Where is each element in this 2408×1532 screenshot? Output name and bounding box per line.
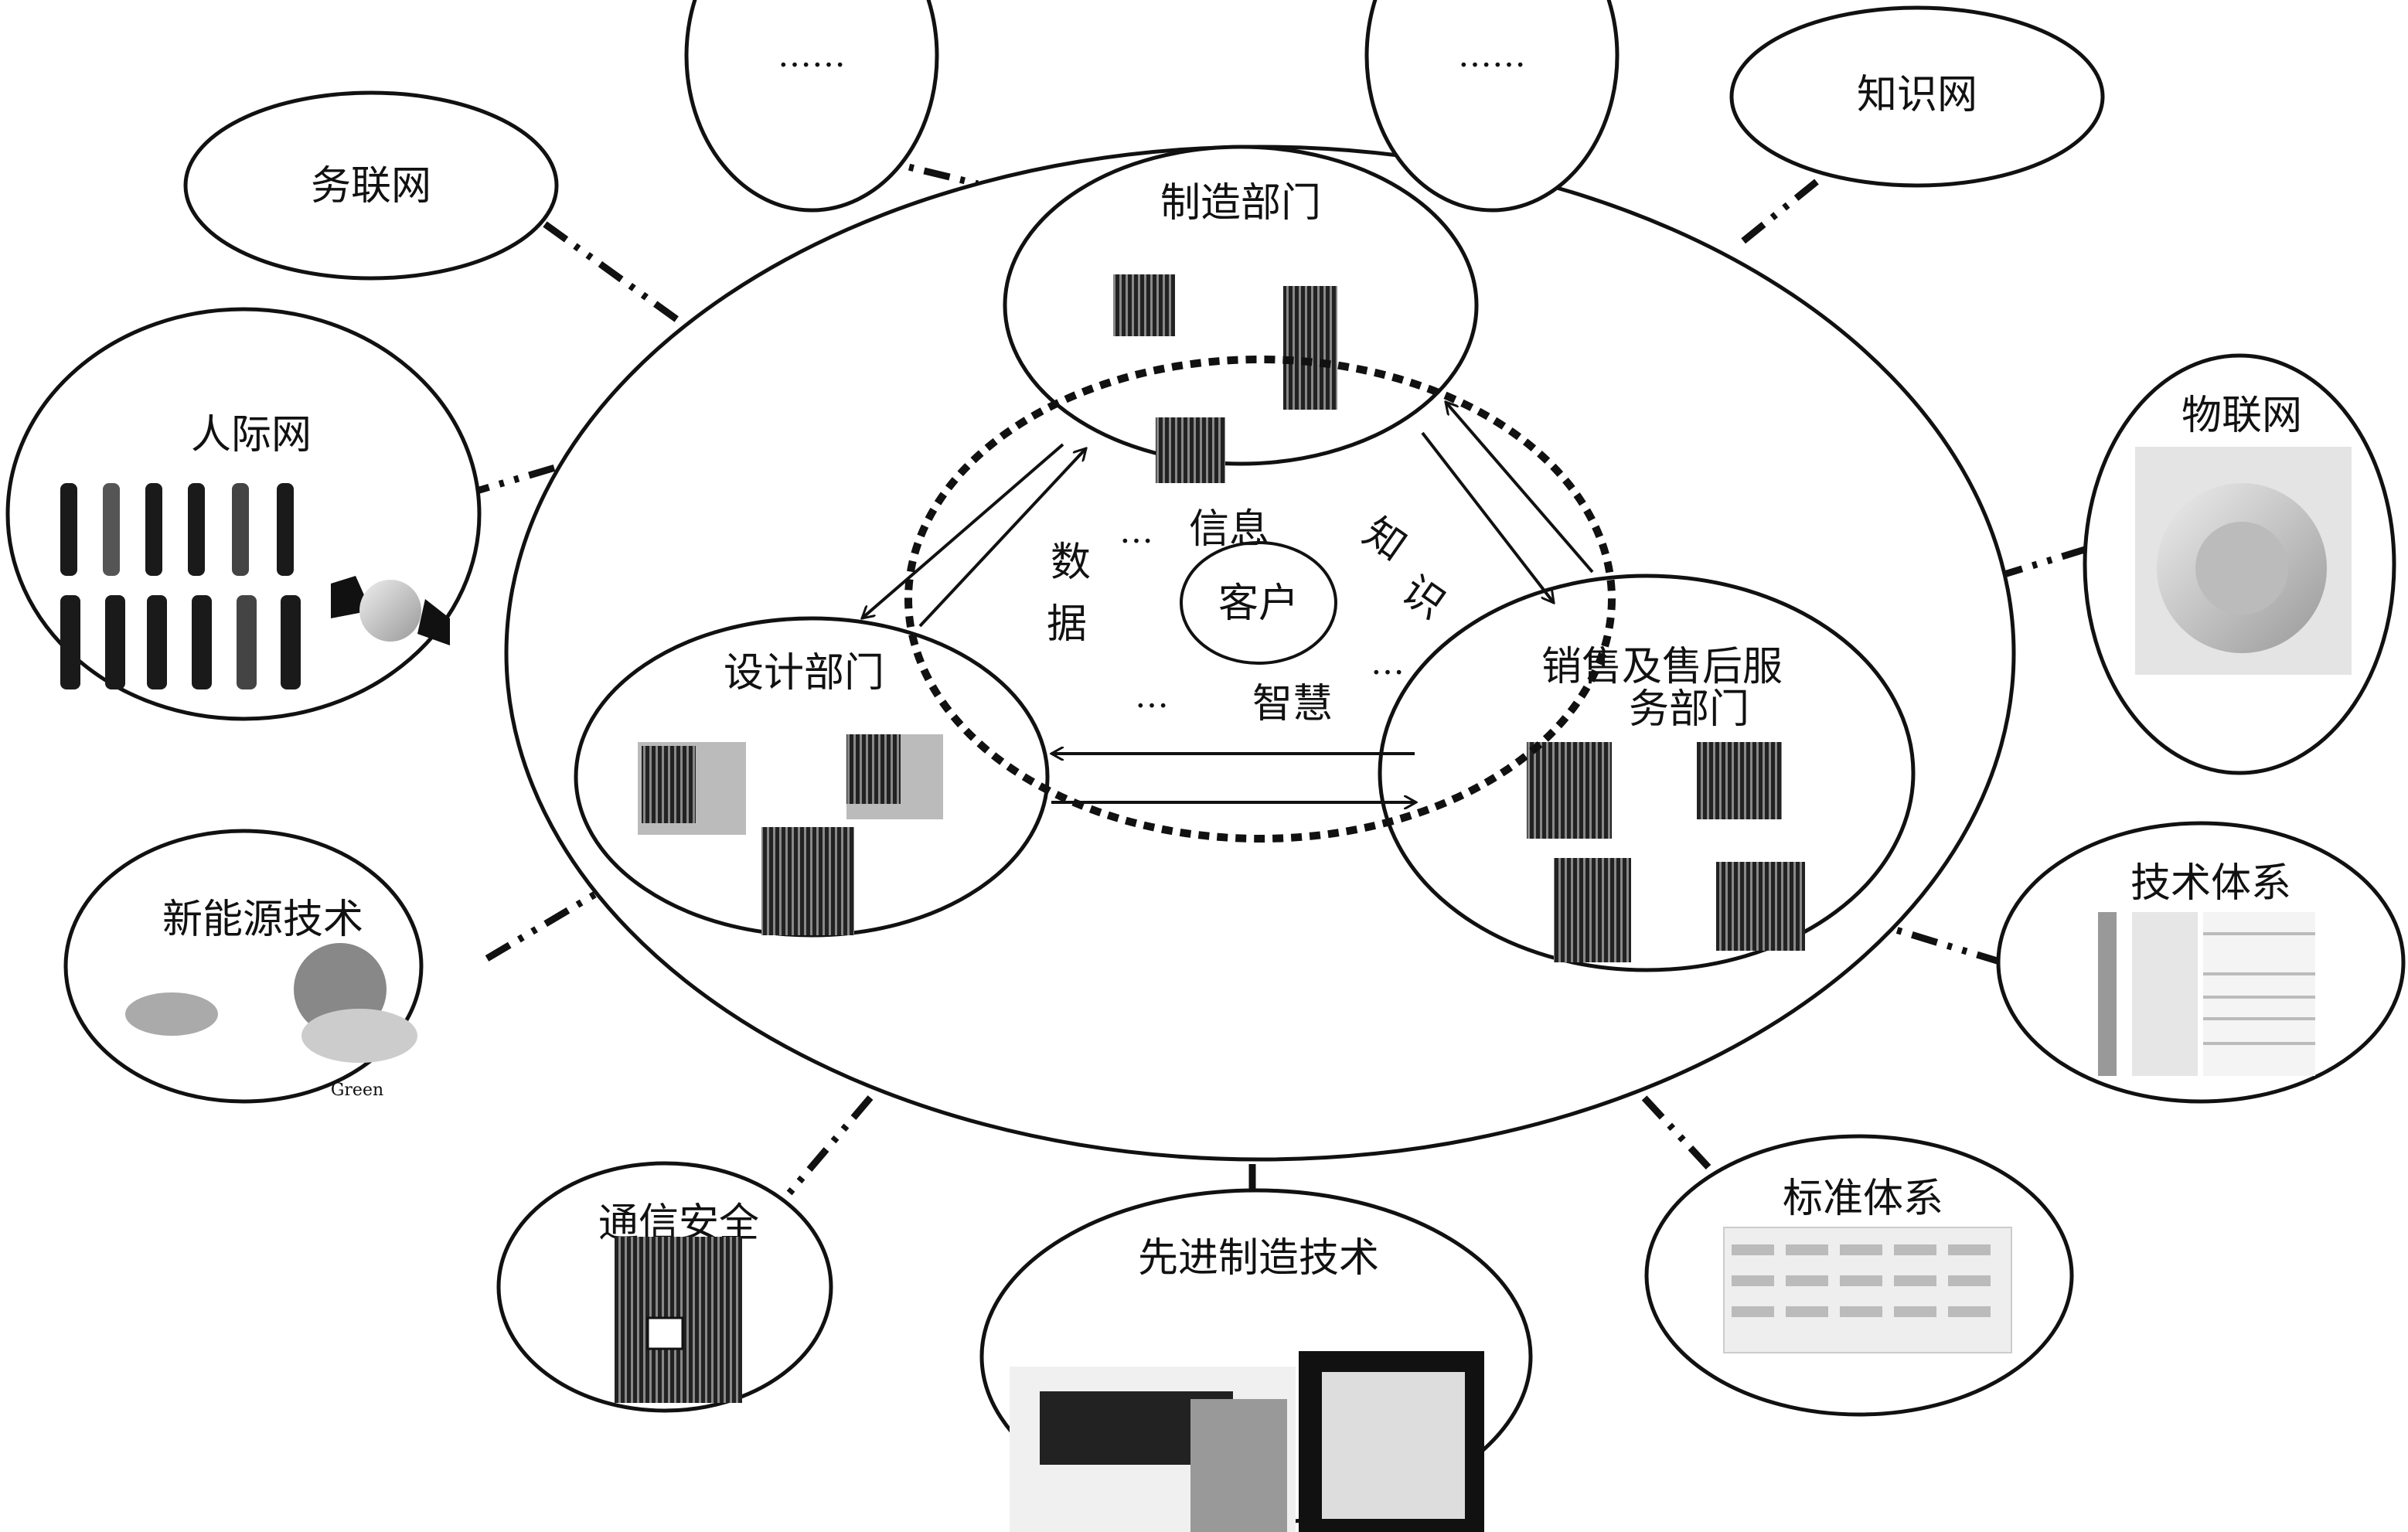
node-label: 新能源技术: [162, 897, 363, 943]
node-label: ……: [778, 36, 846, 75]
dept-label: 销售及售后服: [1541, 644, 1783, 690]
connector-service-net: [543, 221, 686, 328]
dotted-inner-loop: [904, 356, 1616, 843]
iot-globe-image: [2135, 447, 2352, 675]
customer-node[interactable]: 客户: [1180, 541, 1337, 665]
flow-ellipsis-1: …: [1119, 512, 1153, 551]
dept-manufacturing[interactable]: 制造部门: [1003, 145, 1479, 483]
node-label: 先进制造技术: [1138, 1235, 1379, 1282]
flow-label-data-2: 据: [1047, 601, 1087, 648]
manufacturing-machine-image: [1010, 1367, 1296, 1532]
flow-label-wisdom: 智慧: [1252, 681, 1333, 727]
node-iot[interactable]: 物联网: [2083, 353, 2396, 775]
node-knowledge-net[interactable]: 知识网: [1729, 5, 2105, 188]
node-tech-system[interactable]: 技术体系: [1996, 821, 2406, 1104]
node-top-right-more[interactable]: ……: [1364, 0, 1620, 213]
standard-table-image: [1723, 1227, 2012, 1353]
dept-design[interactable]: 设计部门: [574, 616, 1050, 938]
arrow-design-to-mfg: [918, 448, 1086, 628]
dept-label: 设计部门: [724, 650, 884, 696]
dept-label: 制造部门: [1160, 180, 1321, 226]
node-label: 物联网: [2182, 393, 2302, 439]
connector-knowledge-net: [1733, 179, 1819, 250]
arrow-sales-to-mfg: [1446, 402, 1594, 574]
flow-ellipsis-3: …: [1135, 676, 1169, 716]
node-standard-system[interactable]: 标准体系: [1644, 1134, 2074, 1417]
green-logo-text: Green: [331, 1081, 383, 1100]
node-label: 务联网: [311, 163, 431, 209]
node-advanced-mfg[interactable]: 先进制造技术: [979, 1188, 1533, 1532]
arrow-mfg-to-design: [862, 443, 1064, 618]
dept-sales-service[interactable]: 销售及售后服 务部门: [1378, 574, 1916, 972]
node-comm-security[interactable]: 通信安全: [496, 1161, 833, 1413]
node-top-left-more[interactable]: ……: [684, 0, 939, 213]
flow-ellipsis-2: …: [1371, 643, 1405, 683]
node-service-net[interactable]: 务联网: [183, 90, 559, 281]
customer-label: 客户: [1218, 580, 1299, 627]
node-label: 知识网: [1857, 72, 1977, 118]
flow-label-data-1: 数: [1051, 540, 1091, 586]
connector-standard-system: [1609, 1060, 1711, 1170]
flow-label-information: 信息: [1189, 506, 1269, 553]
tech-system-table-image: [2098, 912, 2315, 1076]
sales-workers-icon: [1527, 742, 1805, 962]
node-social-net[interactable]: 人际网: [5, 307, 482, 721]
connector-new-energy: [485, 882, 613, 962]
node-label: ……: [1458, 36, 1526, 75]
node-new-energy[interactable]: 新能源技术 Green: [63, 829, 424, 1104]
arrow-mfg-to-sales: [1421, 431, 1554, 603]
node-label: 人际网: [191, 412, 312, 458]
connector-social-net: [462, 460, 570, 499]
server-rack-image: [615, 1237, 742, 1403]
new-energy-image: Green: [125, 943, 417, 1100]
design-workers-icon: [638, 734, 943, 935]
node-label: 标准体系: [1783, 1176, 1943, 1222]
node-label: 技术体系: [2130, 860, 2291, 907]
handshake-image: [331, 576, 450, 645]
dept-label-line2: 务部门: [1629, 686, 1749, 733]
people-silhouettes-image: [60, 483, 301, 689]
manufacturing-workers-icon: [1113, 274, 1337, 483]
3d-printed-building-image: [1299, 1351, 1484, 1532]
dept-flow-arrows: [862, 402, 1594, 802]
